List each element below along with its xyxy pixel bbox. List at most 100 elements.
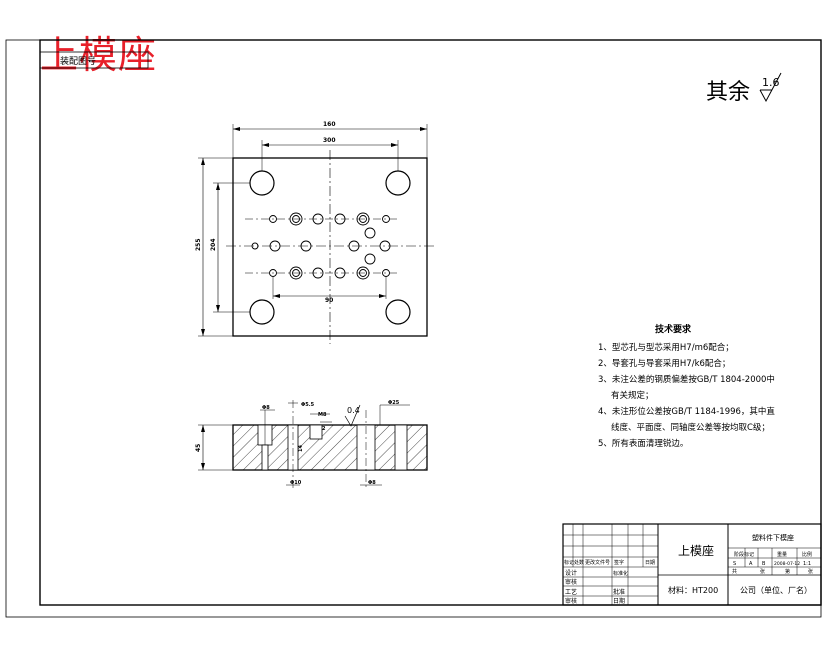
core-hole xyxy=(312,213,324,225)
tech-req-item: 3、未注公差的钢质偏差按GB/T 1804-2000中 xyxy=(598,374,775,385)
roughness-prefix: 其余 xyxy=(706,80,750,105)
dim-arrow xyxy=(233,127,240,131)
stage-header: 重量 xyxy=(777,551,787,558)
tech-req-item: 2、导套孔与导套采用H7/k6配合； xyxy=(598,358,730,369)
dim-arrow xyxy=(201,158,205,165)
screw-hole-outer xyxy=(289,266,303,280)
dim-arrow xyxy=(262,143,269,147)
section-guide-hole xyxy=(394,424,408,471)
core-hole xyxy=(348,240,360,252)
dim-arrow xyxy=(216,305,220,312)
title-block-frame xyxy=(562,523,822,606)
company: 公司（单位、厂名） xyxy=(740,585,812,595)
pin-hole xyxy=(251,242,259,250)
mark-header: 更改文件号 xyxy=(585,559,610,566)
dim-pin-span: 90 xyxy=(325,297,333,304)
corner-label: 装配图号 xyxy=(60,55,96,67)
core-hole xyxy=(379,240,391,252)
mark-header: 签字 xyxy=(614,559,624,566)
dim-hole-span: 300 xyxy=(323,137,336,144)
section-label: 2 xyxy=(322,426,326,432)
tech-req-item: 1、型芯孔与型芯采用H7/m6配合； xyxy=(598,342,734,353)
dim-arrow xyxy=(201,425,205,432)
stage-value: A xyxy=(749,561,753,567)
section-view: 45 Φ8 Φ5.5 M8 2 0.4 Φ25 14 Φ10 Φ8 xyxy=(195,400,428,490)
pin-hole xyxy=(382,215,390,223)
role-label: 日期 xyxy=(613,597,625,605)
screw-hole-outer xyxy=(289,212,303,226)
technical-requirements: 技术要求 1、型芯孔与型芯采用H7/m6配合； 2、导套孔与导套采用H7/k6配… xyxy=(598,323,775,449)
material: 材料：HT200 xyxy=(668,585,718,595)
sheet-label: 张 xyxy=(808,568,813,575)
section-roughness-symbol xyxy=(344,404,361,427)
tech-req-item: 有关规定； xyxy=(611,390,654,401)
section-label: Φ10 xyxy=(290,480,302,486)
stage-value: S xyxy=(733,561,736,567)
screw-hole-inner xyxy=(292,215,300,223)
tech-req-heading: 技术要求 xyxy=(655,323,692,335)
dim-arrow xyxy=(201,329,205,336)
title-block xyxy=(562,523,822,606)
title-block-text: 上模座 材料：HT200 塑料件下模座 公司（单位、厂名） 标记 处数 更改文件… xyxy=(564,533,813,605)
role-label: 批准 xyxy=(613,588,625,596)
mark-header: 日期 xyxy=(645,560,655,566)
tech-req-item: 线度、平面度、同轴度公差等按均取C级； xyxy=(611,422,770,433)
top-view: 160 300 255 204 90 xyxy=(195,121,435,344)
screw-hole-outer xyxy=(356,266,370,280)
role-label: 标准化 xyxy=(613,570,628,577)
role-label: 审核 xyxy=(565,597,577,605)
sheet-label: 张 xyxy=(760,568,765,575)
dim-overall-width: 160 xyxy=(323,121,336,128)
section-label: Φ8 xyxy=(262,405,270,411)
roughness-value: 1.6 xyxy=(762,76,780,89)
stage-value: B xyxy=(762,561,766,567)
dim-arrow xyxy=(273,294,280,298)
mark-header: 标记 xyxy=(564,559,574,566)
core-hole xyxy=(334,267,346,279)
stage-header: 阶段标记 xyxy=(734,551,754,558)
role-label: 审核 xyxy=(565,578,577,586)
guide-hole-top-right xyxy=(385,170,411,196)
dim-arrow xyxy=(379,294,386,298)
screw-hole-inner xyxy=(359,215,367,223)
section-label: Φ8 xyxy=(368,480,376,486)
section-pin-hole xyxy=(287,424,299,471)
core-hole xyxy=(334,213,346,225)
stage-value: 2008-07-12 xyxy=(774,561,800,567)
guide-hole-top-left xyxy=(249,170,275,196)
dim-arrow xyxy=(391,143,398,147)
screw-hole-inner xyxy=(292,269,300,277)
section-label: 0.4 xyxy=(347,406,360,415)
screw-hole-outer xyxy=(356,212,370,226)
mark-header: 处数 xyxy=(574,559,584,566)
pin-hole xyxy=(269,269,277,277)
role-label: 工艺 xyxy=(565,588,577,596)
core-hole xyxy=(269,240,281,252)
guide-hole-bottom-left xyxy=(249,299,275,325)
section-label: 14 xyxy=(298,445,304,452)
section-label: Φ5.5 xyxy=(301,402,315,408)
role-label: 设计 xyxy=(565,569,577,577)
sheet-label: 第 xyxy=(785,568,790,575)
dim-thickness: 45 xyxy=(195,444,202,452)
guide-hole-bottom-right xyxy=(385,299,411,325)
tech-req-item: 5、所有表面清理锐边。 xyxy=(598,438,688,449)
sheet-inner-border xyxy=(39,39,822,606)
stage-value: 1:1 xyxy=(803,561,811,567)
section-label: Φ25 xyxy=(388,400,400,406)
tech-req-item: 4、未注形位公差按GB/T 1184-1996，其中直 xyxy=(598,406,775,417)
core-hole xyxy=(364,253,376,265)
roughness-symbol xyxy=(759,72,782,103)
dim-arrow xyxy=(216,183,220,190)
drawing-number: 塑料件下模座 xyxy=(752,533,794,542)
pin-hole xyxy=(269,215,277,223)
section-core-hole xyxy=(309,424,323,440)
sheet-label: 共 xyxy=(732,568,737,575)
section-screw-hole xyxy=(261,444,269,471)
dim-overall-height: 255 xyxy=(195,238,202,251)
core-hole xyxy=(364,227,376,239)
corner-label-box xyxy=(39,51,149,69)
section-label: M8 xyxy=(318,412,327,418)
sheet-outer-border xyxy=(5,39,822,618)
